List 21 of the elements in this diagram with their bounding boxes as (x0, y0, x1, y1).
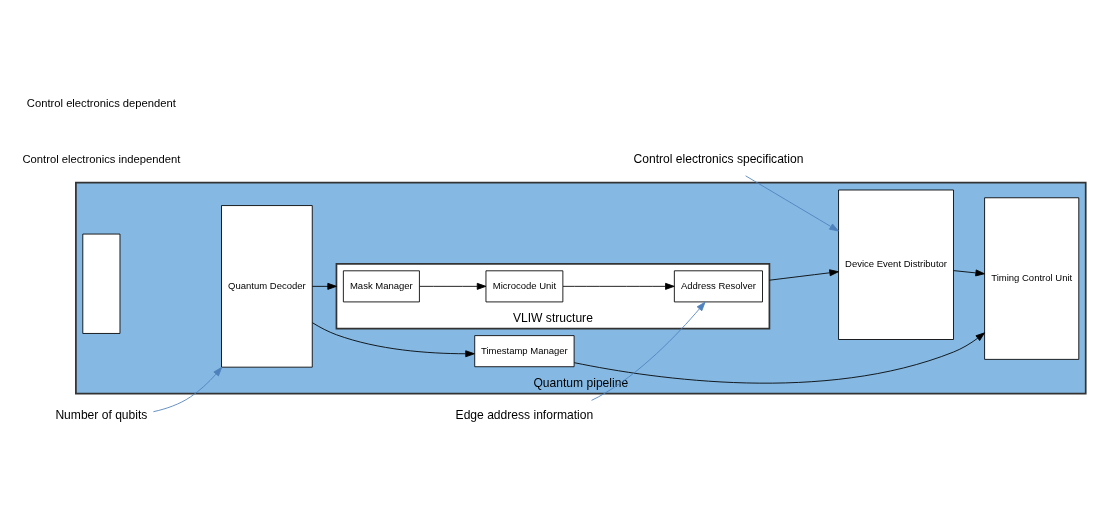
node-box: Timestamp Manager (474, 334, 575, 367)
arrow (152, 366, 223, 412)
arrow (419, 282, 487, 290)
label: Control electronics independent (22, 152, 181, 165)
arrow (562, 282, 675, 290)
node-box: Timing Control Unit (984, 196, 1080, 360)
node-box: Address Resolver (673, 269, 763, 302)
node-text: Edge address information (455, 407, 594, 422)
node-box: Mask Manager (342, 269, 420, 302)
node-box: Quantum Decoder (221, 204, 313, 368)
arrow (769, 268, 839, 281)
node-text: Control electronics specification (633, 151, 804, 166)
node-box: Microcode Unit (485, 269, 564, 302)
arrow (953, 268, 985, 276)
label: Control electronics dependent (26, 96, 176, 109)
arrow (311, 282, 337, 290)
node-box: Device Event Distributor (838, 189, 954, 340)
node-text: Number of qubits (55, 407, 148, 422)
arrow (312, 321, 475, 357)
arrow (573, 331, 985, 383)
node-box (82, 233, 121, 334)
